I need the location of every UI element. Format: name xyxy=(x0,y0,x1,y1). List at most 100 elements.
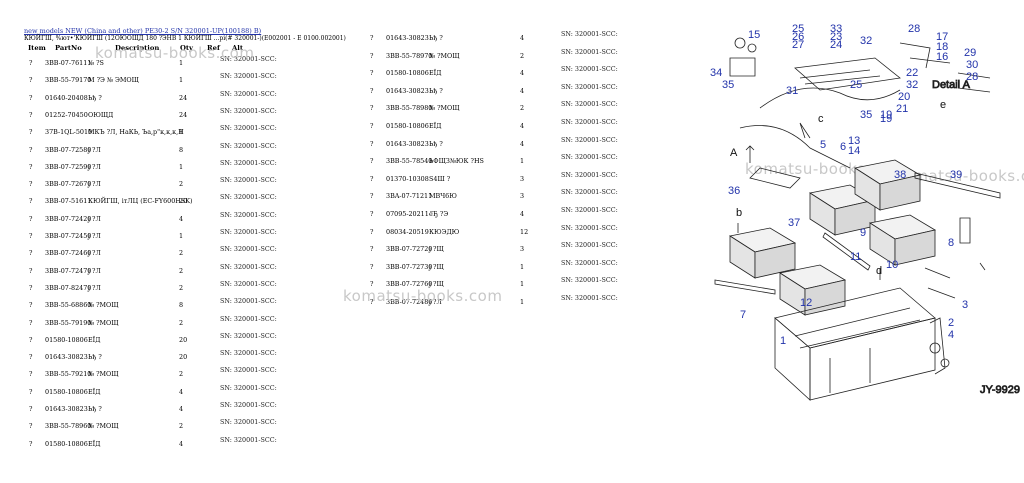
row-item: ? xyxy=(29,76,33,85)
row-description: j ?Л xyxy=(88,249,101,258)
row-partno[interactable]: 07095-20211 xyxy=(386,210,429,218)
row-partno[interactable]: 3BB-07-72720 xyxy=(386,245,433,254)
callout-number: 19 xyxy=(880,113,892,125)
row-item: ? xyxy=(29,405,33,413)
row-partno[interactable]: 3BB-07-72760 xyxy=(386,280,433,289)
row-partno[interactable]: 37B-1QL-5010 xyxy=(45,128,93,137)
row-description: ЕЇД xyxy=(429,122,442,130)
row-partno[interactable]: 3BB-55-78960 xyxy=(45,422,92,431)
row-partno[interactable]: 3BB-55-79190 xyxy=(45,318,92,327)
diagram-letter: b xyxy=(736,207,742,219)
callout-number: 9 xyxy=(860,227,866,239)
row-serial: SN: 320001-SCC: xyxy=(220,228,277,236)
row-partno[interactable]: 3BB-07-72580 xyxy=(45,145,92,154)
callout-number: 7 xyxy=(740,309,746,321)
row-qty: 1 xyxy=(179,128,184,137)
row-partno[interactable]: 3BB-07-72670 xyxy=(45,180,92,189)
row-qty: 1 xyxy=(520,262,525,271)
row-serial: SN: 320001-SCC: xyxy=(220,193,277,202)
row-partno[interactable]: 01252-70450 xyxy=(45,110,88,119)
row-description: j ?Л xyxy=(88,214,101,223)
row-serial: SN: 320001-SCC: xyxy=(561,82,618,91)
breadcrumb-link[interactable]: new models NEW (China and other) PE30-2 … xyxy=(24,27,262,35)
row-serial: SN: 320001-SCC: xyxy=(220,55,277,63)
row-partno[interactable]: 01580-10806 xyxy=(386,69,429,78)
row-partno[interactable]: 3BB-55-78540 xyxy=(386,157,433,166)
row-partno[interactable]: 01643-30823 xyxy=(45,353,88,362)
row-partno[interactable]: 3BB-07-72480 xyxy=(386,298,433,306)
row-partno[interactable]: 3BB-07-72590 xyxy=(45,162,92,171)
callout-number: 28 xyxy=(908,23,920,35)
callout-number: 25 xyxy=(850,79,862,91)
row-qty: 1 xyxy=(179,232,184,240)
row-partno[interactable]: 01643-30823 xyxy=(386,86,429,95)
row-partno[interactable]: 01580-10806 xyxy=(45,335,88,344)
row-serial: SN: 320001-SCC: xyxy=(561,223,618,232)
row-partno[interactable]: 3BB-55-78980 xyxy=(386,104,433,113)
row-item: ? xyxy=(370,280,374,289)
callout-number: 37 xyxy=(788,217,800,229)
row-serial: SN: 320001-SCC: xyxy=(561,241,618,250)
row-serial: SN: 320001-SCC: xyxy=(220,349,277,358)
callout-number: 3 xyxy=(962,299,968,311)
row-partno[interactable]: 3BB-07-72420 xyxy=(45,214,92,223)
row-partno[interactable]: 01643-30823 xyxy=(45,405,88,413)
diagram-letter: c xyxy=(818,113,824,125)
row-description: № ?МОЩ xyxy=(88,318,119,327)
row-partno[interactable]: 01580-10806 xyxy=(386,122,429,130)
row-item: ? xyxy=(29,318,33,327)
row-description: № ?МОЩ xyxy=(88,301,119,310)
row-partno[interactable]: 3BB-07-82470 xyxy=(45,283,92,292)
row-qty: 1 xyxy=(520,298,525,306)
row-partno[interactable]: 01640-20408 xyxy=(45,93,88,102)
row-partno[interactable]: 01643-30823 xyxy=(386,139,429,148)
row-partno[interactable]: 08034-20519 xyxy=(386,227,429,236)
row-serial: SN: 320001-SCC: xyxy=(561,30,618,38)
callout-number: 35 xyxy=(860,109,872,121)
callout-number: 32 xyxy=(906,79,918,91)
row-partno[interactable]: 01643-30823 xyxy=(386,34,429,42)
row-partno[interactable]: 3BB-55-68860 xyxy=(45,301,92,310)
row-serial: SN: 320001-SCC: xyxy=(220,141,277,150)
row-qty: 4 xyxy=(520,210,525,218)
callout-number: 14 xyxy=(848,145,860,157)
row-partno[interactable]: 3BB-07-72470 xyxy=(45,266,92,275)
callout-number: 34 xyxy=(710,67,722,79)
row-partno[interactable]: 3BA-07-71211 xyxy=(386,192,433,201)
row-partno[interactable]: 3BB-07-51611 xyxy=(45,197,92,206)
row-partno[interactable]: 3BB-55-79210 xyxy=(45,370,92,379)
row-partno[interactable]: 3BB-55-79170 xyxy=(45,76,92,85)
row-description: ЕЇД xyxy=(88,335,101,344)
callout-number: 36 xyxy=(728,185,740,197)
figure-code: JY-99293 xyxy=(980,384,1020,396)
row-partno[interactable]: 3BB-07-72460 xyxy=(45,249,92,258)
breadcrumb: new models NEW (China and other) PE30-2 … xyxy=(24,27,261,35)
diagram-letter: d xyxy=(876,265,882,277)
row-description: S4Ш ? xyxy=(429,174,451,183)
row-partno[interactable]: 01370-10308 xyxy=(386,174,429,183)
row-description: j ?Л xyxy=(429,298,442,306)
row-partno[interactable]: 01580-10806 xyxy=(45,439,88,448)
row-partno[interactable]: 3BB-07-72450 xyxy=(45,232,92,240)
row-partno[interactable]: 3BB-07-76111 xyxy=(45,59,92,67)
row-description: КЮЙГШ, ітЛЦ (EC-FY600HSK) xyxy=(88,197,193,206)
row-partno[interactable]: 01580-10806 xyxy=(45,387,88,396)
header-ref: Ref xyxy=(207,44,220,52)
header-description: Description xyxy=(115,44,160,52)
row-qty: 2 xyxy=(179,422,184,431)
row-partno[interactable]: 3BB-55-78970 xyxy=(386,51,433,60)
row-partno[interactable]: 3BB-07-72730 xyxy=(386,262,433,271)
row-qty: 2 xyxy=(179,180,184,189)
